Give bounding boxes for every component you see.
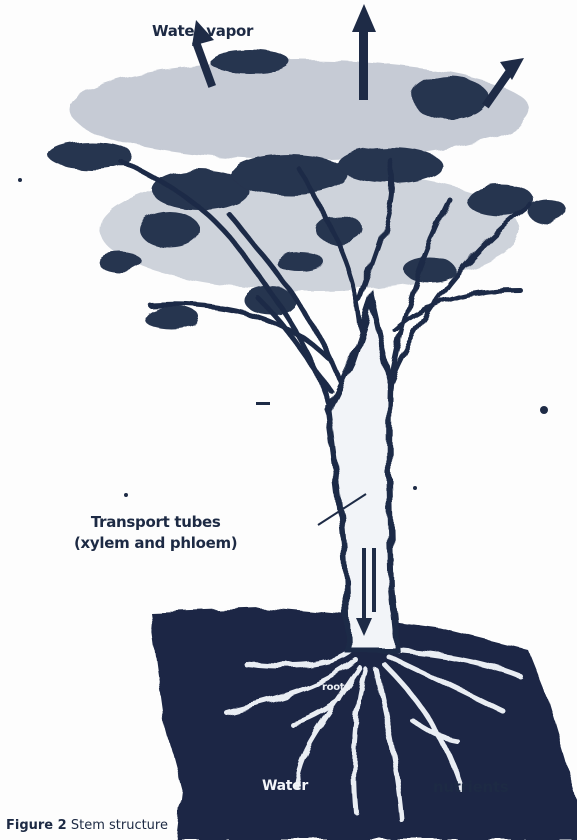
figure-caption: Figure 2 Stem structure xyxy=(6,818,168,833)
nutrients-label: nutrients xyxy=(433,778,508,796)
water-label: Water xyxy=(262,778,308,794)
water-vapor-label: Water vapor xyxy=(152,22,253,40)
transport-label-line2: (xylem and phloem) xyxy=(74,533,237,554)
figure-number: Figure 2 xyxy=(6,818,67,833)
roots-label: roots xyxy=(322,682,350,693)
figure-caption-text: Stem structure xyxy=(71,818,168,833)
transport-label-line1: Transport tubes xyxy=(74,512,237,533)
transport-tubes-label: Transport tubes (xylem and phloem) xyxy=(74,512,237,554)
